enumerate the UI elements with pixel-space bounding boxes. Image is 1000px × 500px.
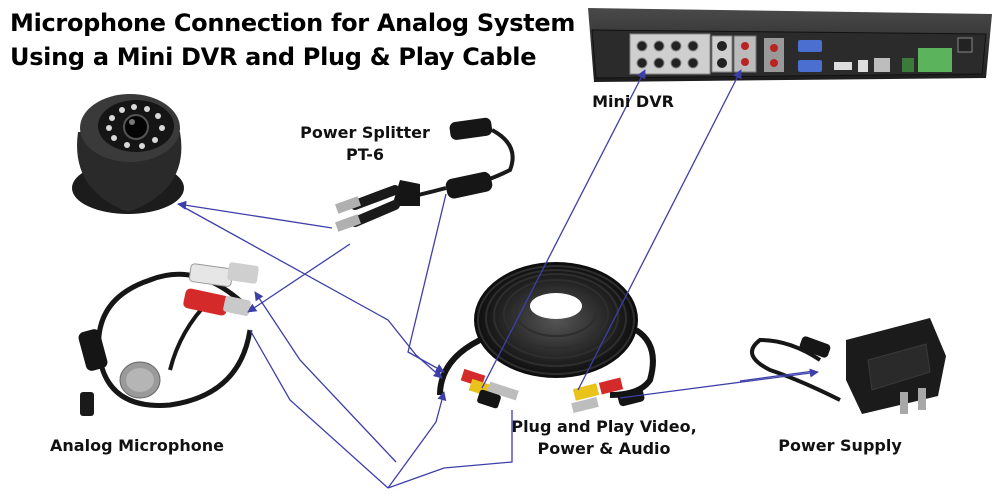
power-supply	[750, 318, 946, 414]
line-mic-to-junction	[254, 291, 397, 463]
line-cable-to-power	[619, 368, 819, 399]
diagram-title: Microphone Connection for Analog System …	[10, 6, 575, 74]
title-line-1: Microphone Connection for Analog System	[10, 9, 576, 37]
mini-dvr	[588, 8, 992, 82]
power-splitter	[335, 117, 515, 232]
line-power-return	[739, 370, 815, 382]
analog-microphone	[78, 262, 259, 416]
line-dvr-audio-to-cable	[577, 69, 742, 391]
plug-and-play-cable	[437, 262, 656, 413]
connection-lines	[177, 69, 819, 489]
line-splitter-to-cable	[407, 193, 447, 373]
line-splitter-to-mic	[247, 243, 351, 313]
line-mic-audio	[249, 329, 389, 489]
dome-camera	[72, 94, 184, 214]
title-line-2: Using a Mini DVR and Plug & Play Cable	[10, 43, 537, 71]
line-junction-to-cable	[387, 391, 447, 489]
line-camera-to-cable	[177, 203, 443, 379]
label-power-splitter: Power Splitter PT-6	[290, 122, 440, 166]
line-splitter-to-camera	[177, 200, 333, 229]
label-power-splitter-line2: PT-6	[345, 145, 385, 164]
label-analog-microphone: Analog Microphone	[50, 436, 224, 455]
label-power-supply: Power Supply	[778, 436, 902, 455]
line-dvr-video-to-cable	[481, 69, 646, 389]
label-plug-and-play: Plug and Play Video, Power & Audio	[506, 416, 702, 460]
label-plug-and-play-line2: Power & Audio	[537, 439, 671, 458]
line-bottom-junction	[387, 410, 513, 489]
label-power-splitter-line1: Power Splitter	[300, 123, 430, 142]
label-mini-dvr: Mini DVR	[592, 92, 674, 111]
label-plug-and-play-line1: Plug and Play Video,	[511, 417, 697, 436]
